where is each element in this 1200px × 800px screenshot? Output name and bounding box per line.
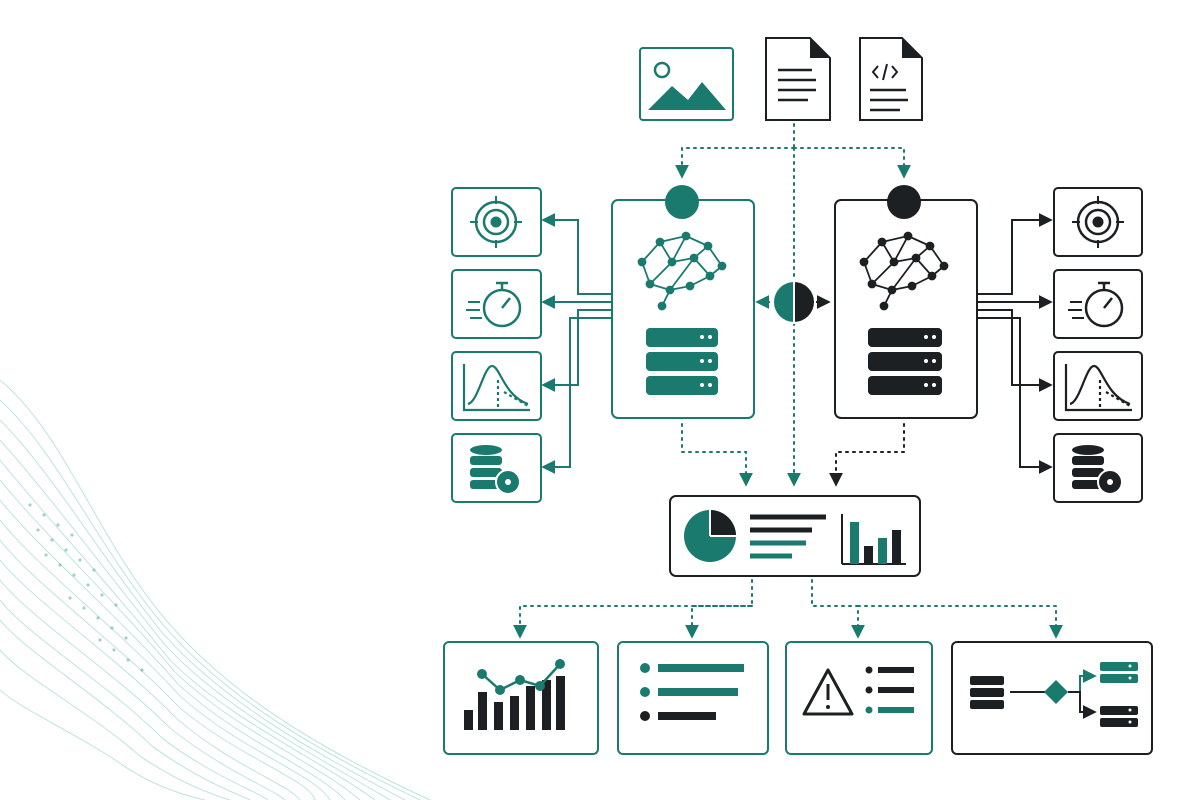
stopwatch-icon	[1068, 281, 1124, 328]
image-icon	[648, 61, 726, 110]
right-metric-distribution	[1053, 351, 1143, 421]
report-connectors	[681, 423, 905, 487]
text-lines-icon	[750, 514, 826, 559]
distribution-curve-icon	[1064, 364, 1132, 412]
right-metric-latency	[1053, 269, 1143, 339]
output-alert-panel	[785, 641, 933, 755]
split-circle-icon	[755, 280, 831, 324]
image-input-card	[639, 47, 734, 121]
trend-chart-icon	[464, 659, 565, 730]
background-dot-decoration	[28, 503, 144, 672]
target-icon	[470, 196, 522, 248]
output-connectors	[513, 579, 1063, 639]
left-metric-latency	[451, 269, 542, 339]
output-list-panel	[617, 641, 769, 755]
bullet-list-icon	[640, 663, 744, 721]
pie-chart-icon	[684, 510, 736, 562]
left-metric-data	[451, 433, 542, 503]
model-a-indicator	[665, 185, 699, 219]
code-file-icon	[870, 63, 908, 112]
server-stack-icon	[868, 328, 942, 395]
model-b-indicator	[887, 185, 921, 219]
model-a-panel	[611, 185, 755, 419]
server-stack-icon	[646, 328, 718, 395]
neural-network-icon	[637, 231, 727, 311]
target-icon	[1072, 196, 1124, 248]
model-b-panel	[834, 185, 978, 419]
right-metric-connectors	[977, 213, 1053, 474]
warning-icon	[802, 668, 854, 716]
database-icon	[1072, 445, 1123, 495]
output-trend-panel	[443, 641, 599, 755]
neural-network-icon	[859, 231, 949, 311]
bullet-list-icon	[865, 666, 914, 714]
bar-chart-icon	[841, 514, 906, 565]
left-metric-connectors	[541, 213, 612, 474]
comparison-report-panel	[669, 495, 921, 577]
document-input-card	[765, 37, 831, 121]
right-metric-target	[1053, 187, 1143, 257]
background-wave-decoration	[0, 379, 431, 800]
stopwatch-icon	[466, 281, 522, 328]
right-metric-data	[1053, 433, 1143, 503]
document-icon	[778, 68, 816, 102]
output-routing-panel	[951, 641, 1153, 755]
database-icon	[470, 445, 521, 495]
left-metric-distribution	[451, 351, 542, 421]
code-file-input-card	[859, 37, 923, 121]
left-metric-target	[451, 187, 542, 257]
distribution-curve-icon	[462, 364, 530, 412]
routing-icon	[970, 662, 1138, 727]
